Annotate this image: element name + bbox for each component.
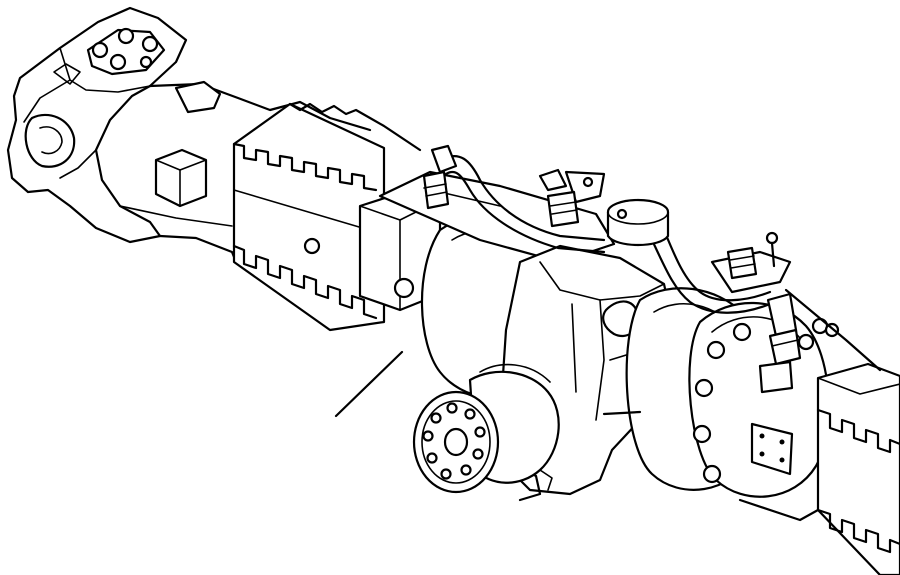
breather-fitting-right	[538, 168, 802, 394]
leader-line	[334, 350, 404, 418]
input-flange	[412, 363, 560, 494]
breather-hose	[430, 144, 772, 314]
left-tube-block	[154, 80, 222, 208]
right-hub-flange	[688, 301, 840, 498]
mounting-plate	[750, 422, 794, 476]
left-knuckle-flange	[53, 27, 166, 85]
breather-fitting-left	[422, 170, 450, 210]
vent-cap	[606, 198, 670, 246]
right-ribbed-housing	[738, 288, 900, 575]
left-ribbed-housing	[232, 102, 442, 332]
